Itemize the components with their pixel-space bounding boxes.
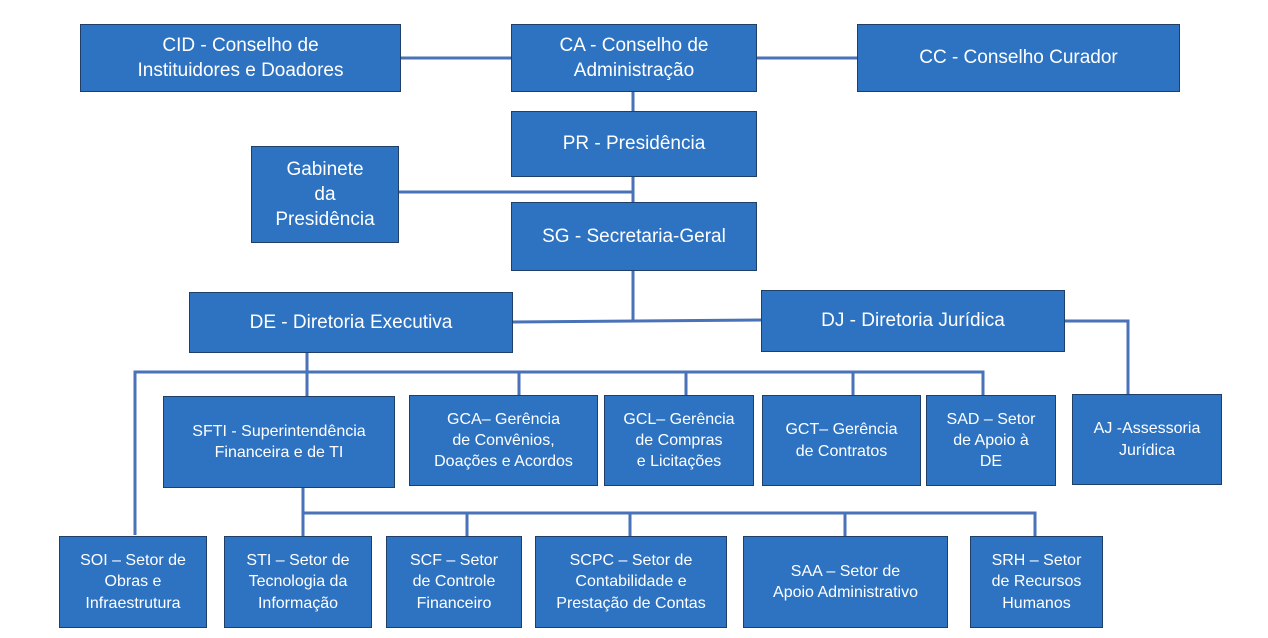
node-gct: GCT– Gerência de Contratos: [762, 395, 921, 486]
node-sg: SG - Secretaria-Geral: [511, 202, 757, 271]
node-srh: SRH – Setor de Recursos Humanos: [970, 536, 1103, 628]
node-ca: CA - Conselho de Administração: [511, 24, 757, 92]
connector-level3-bus: [303, 511, 1037, 537]
node-gabinete: Gabinete da Presidência: [251, 146, 399, 243]
node-saa: SAA – Setor de Apoio Administrativo: [743, 536, 948, 628]
node-cid: CID - Conselho de Instituidores e Doador…: [80, 24, 401, 92]
node-de: DE - Diretoria Executiva: [189, 292, 513, 353]
node-dj: DJ - Diretoria Jurídica: [761, 290, 1065, 352]
node-cc: CC - Conselho Curador: [857, 24, 1180, 92]
connector-de-dj: [511, 318, 763, 324]
node-soi: SOI – Setor de Obras e Infraestrutura: [59, 536, 207, 628]
node-aj: AJ -Assessoria Jurídica: [1072, 394, 1222, 485]
node-pr: PR - Presidência: [511, 111, 757, 177]
node-sfti: SFTI - Superintendência Financeira e de …: [163, 396, 395, 488]
node-sad: SAD – Setor de Apoio à DE: [926, 395, 1056, 486]
connector-dj-aj: [1064, 319, 1130, 395]
node-gca: GCA– Gerência de Convênios, Doações e Ac…: [409, 395, 598, 486]
node-scf: SCF – Setor de Controle Financeiro: [386, 536, 522, 628]
node-sti: STI – Setor de Tecnologia da Informação: [224, 536, 372, 628]
node-scpc: SCPC – Setor de Contabilidade e Prestaçã…: [535, 536, 727, 628]
connector-level2-bus: [133, 370, 985, 535]
node-gcl: GCL– Gerência de Compras e Licitações: [604, 395, 754, 486]
